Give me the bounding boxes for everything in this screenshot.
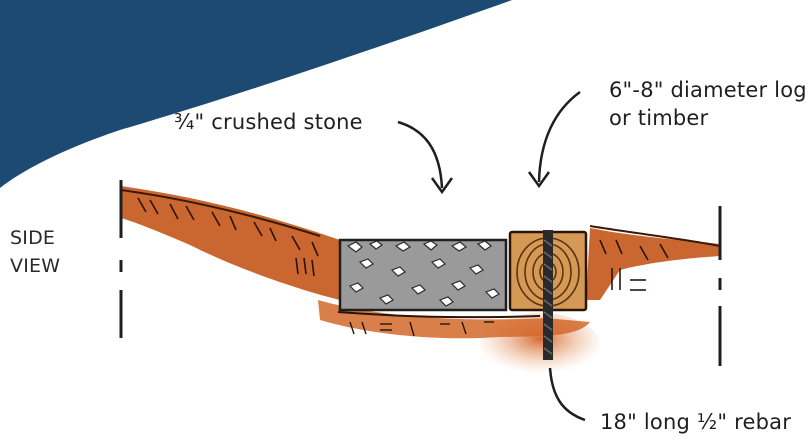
arrow-log bbox=[527, 90, 581, 189]
crushed-stone-fill bbox=[338, 238, 508, 312]
soil-bottom bbox=[318, 300, 600, 377]
label-crushed-stone: ¾" crushed stone bbox=[174, 110, 363, 134]
label-rebar: 18" long ½" rebar bbox=[600, 410, 792, 434]
label-log-line1: 6"-8" diameter log bbox=[609, 78, 807, 102]
label-view: VIEW bbox=[10, 255, 61, 277]
arrow-rebar bbox=[548, 367, 586, 422]
rebar bbox=[543, 230, 553, 360]
boundary-lines bbox=[119, 180, 722, 366]
label-side: SIDE bbox=[10, 227, 56, 249]
arrow-crushed-stone bbox=[397, 120, 454, 195]
header-banner bbox=[0, 0, 512, 188]
label-log-line2: or timber bbox=[609, 106, 709, 130]
soil-left bbox=[120, 186, 340, 300]
soil-right bbox=[586, 225, 721, 300]
